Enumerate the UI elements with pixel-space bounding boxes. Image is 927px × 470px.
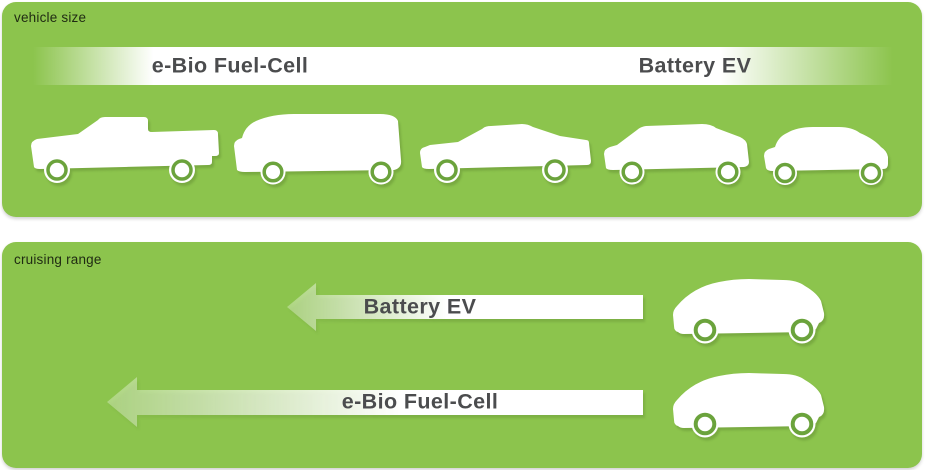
minivan-icon bbox=[234, 114, 402, 185]
size-gradient-bar: e-Bio Fuel-Cell Battery EV bbox=[33, 47, 893, 85]
ebio-fuel-cell-range-arrow-icon bbox=[107, 377, 643, 427]
battery-ev-bar-label: Battery EV bbox=[638, 53, 752, 78]
battery-ev-arrow-label: Battery EV bbox=[363, 294, 477, 319]
pickup-truck-icon bbox=[31, 117, 219, 183]
battery-ev-hatchback-icon bbox=[673, 279, 825, 344]
cruising-range-panel: cruising range Battery EV bbox=[2, 242, 922, 468]
crossover-hatchback-icon bbox=[604, 124, 749, 185]
ebio-fuel-cell-bar-label: e-Bio Fuel-Cell bbox=[151, 53, 309, 78]
sedan-icon bbox=[420, 124, 591, 183]
ebio-fuel-cell-hatchback-icon bbox=[673, 373, 825, 438]
cruising-range-label: cruising range bbox=[14, 252, 102, 267]
compact-hatchback-icon bbox=[764, 127, 888, 185]
vehicle-size-label: vehicle size bbox=[14, 10, 87, 25]
vehicle-size-panel: vehicle size e-Bio Fuel-Cell Battery EV bbox=[2, 2, 922, 217]
ebio-fuel-cell-arrow-label: e-Bio Fuel-Cell bbox=[341, 389, 499, 414]
battery-ev-range-arrow-icon bbox=[287, 283, 643, 331]
